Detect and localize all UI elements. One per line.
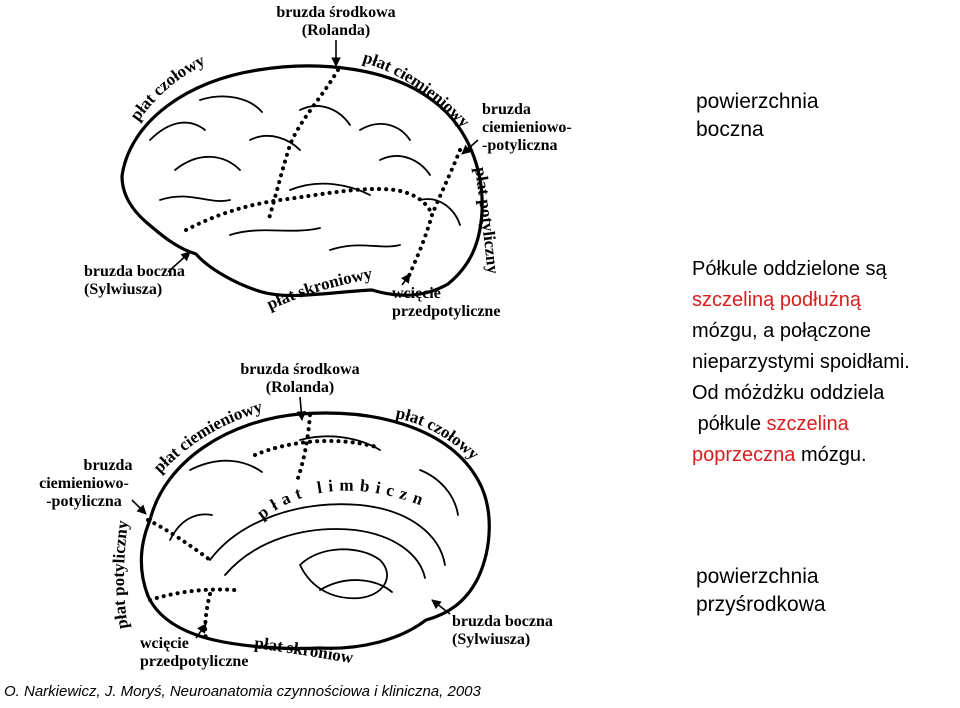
medial-parieto-occipital-label-2: ciemieniowo- — [39, 475, 129, 492]
medial-parieto-occipital-label-3: -potyliczna — [46, 493, 122, 510]
lateral-view-title-line-2: boczna — [696, 118, 764, 141]
lateral-central-sulcus-label-2: (Rolanda) — [302, 22, 370, 39]
transverse-fissure-term-1: szczelina — [766, 413, 849, 435]
medial-lateral-sulcus-label-1: bruzda boczna — [452, 613, 553, 630]
medial-preoccipital-notch-label-1: wcięcie — [140, 635, 189, 652]
lateral-lateral-sulcus-label-1: bruzda boczna — [84, 263, 185, 280]
medial-central-sulcus-label-2: (Rolanda) — [266, 379, 334, 396]
description-brain-word: mózgu. — [800, 444, 867, 466]
lateral-preoccipital-notch-arrow — [401, 273, 411, 286]
lateral-parieto-occipital-arrow — [461, 139, 479, 155]
medial-central-sulcus-label-1: bruzda środkowa — [240, 361, 359, 378]
lateral-occipital-lobe-label: płat potyliczny — [471, 166, 503, 275]
lateral-lateral-sulcus-label-2: (Sylwiusza) — [84, 281, 162, 298]
description-line-3: mózgu, a połączone — [692, 320, 872, 342]
lateral-parieto-occipital-label-1: bruzda — [482, 101, 531, 118]
medial-frontal-lobe-label: płat czołowy — [394, 403, 483, 464]
medial-parieto-occipital-arrow — [131, 499, 147, 515]
description-line-1: Półkule oddzielone są — [692, 258, 887, 280]
medial-view-title: powierzchnia przyśrodkowa — [696, 563, 826, 619]
lateral-brain-drawing — [120, 64, 484, 298]
medial-lateral-sulcus-label-2: (Sylwiusza) — [452, 631, 530, 648]
lateral-central-sulcus-label-1: bruzda środkowa — [276, 4, 395, 21]
lateral-parieto-occipital-label-3: -potyliczna — [482, 137, 558, 154]
lateral-parietal-lobe-label: płat ciemieniowy — [361, 48, 474, 132]
medial-preoccipital-notch-arrow — [195, 623, 207, 639]
lateral-parieto-occipital-label-2: ciemieniowo- — [482, 119, 572, 136]
medial-occipital-lobe-label: płat potyliczny — [109, 519, 132, 631]
description-line-4: nieparzystymi spoidłami. — [692, 351, 910, 373]
lateral-lateral-sulcus-arrow — [167, 251, 191, 273]
lateral-view-title-line-1: powierzchnia — [696, 90, 819, 113]
transverse-fissure-term-2: poprzeczna — [692, 444, 796, 466]
medial-view-title-line-1: powierzchnia — [696, 565, 819, 588]
description-line-5: Od móżdżku oddziela — [692, 382, 885, 404]
lateral-preoccipital-notch-label-1: wcięcie — [392, 285, 441, 302]
medial-central-sulcus-arrow — [296, 396, 307, 421]
medial-preoccipital-notch-label-2: przedpotyliczne — [140, 653, 248, 670]
hemisphere-description: Półkule oddzielone są szczeliną podłużną… — [692, 254, 960, 471]
lateral-temporal-lobe-label: płat skroniowy — [264, 264, 374, 314]
longitudinal-fissure-term: szczeliną podłużną — [692, 289, 861, 311]
source-credit: O. Narkiewicz, J. Moryś, Neuroanatomia c… — [4, 683, 481, 700]
medial-parieto-occipital-label-1: bruzda — [84, 457, 133, 474]
medial-brain-drawing — [139, 411, 491, 651]
medial-lateral-sulcus-arrow — [431, 599, 451, 615]
description-hemispheres-word: półkule — [697, 413, 761, 435]
medial-view-title-line-2: przyśrodkowa — [696, 593, 826, 616]
lateral-preoccipital-notch-label-2: przedpotyliczne — [392, 303, 500, 320]
lateral-view-title: powierzchnia boczna — [696, 88, 819, 144]
